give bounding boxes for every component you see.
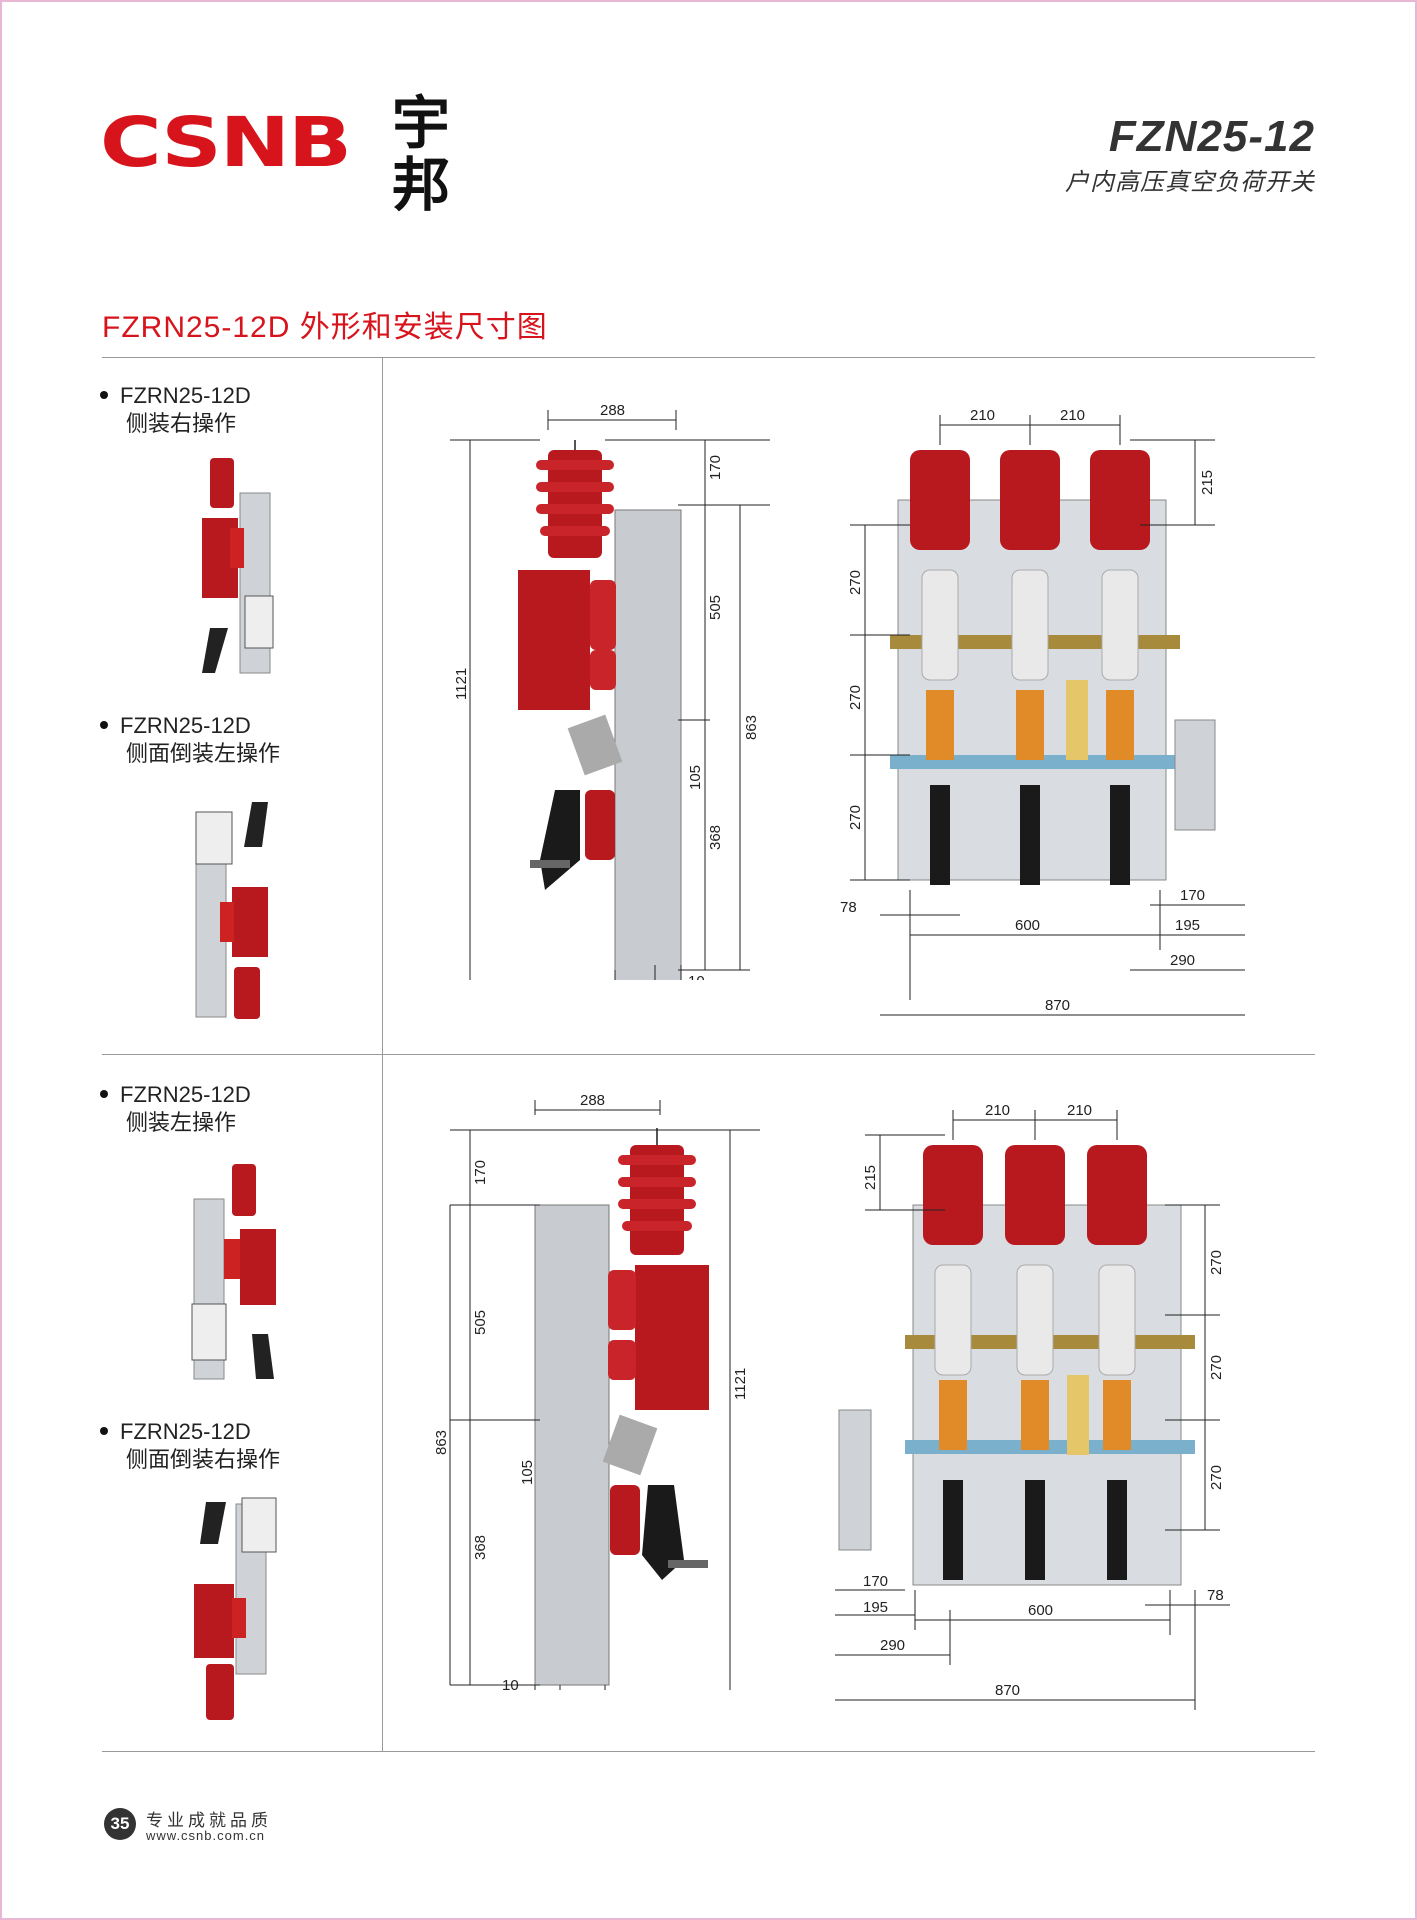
dim-210-right: 210 xyxy=(1067,1102,1092,1119)
variant-label-3: FZRN25-12D 侧装左操作 xyxy=(100,1081,251,1137)
dim-170: 170 xyxy=(472,1160,489,1185)
front-view-drawing-top: 210 210 215 270 270 270 78 170 600 195 2… xyxy=(840,407,1245,1016)
product-thumbnail-2 xyxy=(195,802,268,1019)
variant-label-4: FZRN25-12D 侧面倒装右操作 xyxy=(100,1418,280,1474)
bullet-icon xyxy=(100,1427,108,1436)
operating-handle xyxy=(540,790,580,890)
model-title: FZN25-12 xyxy=(1108,112,1315,161)
phase-b xyxy=(1000,450,1060,885)
dim-870: 870 xyxy=(1045,997,1070,1014)
dim-78: 78 xyxy=(1207,1587,1224,1604)
dim-270-2: 270 xyxy=(847,685,864,710)
divider-middle xyxy=(102,1054,1315,1055)
brand-logo-calligraphy: 宇邦 xyxy=(392,89,451,219)
variant-label-1: FZRN25-12D 侧装右操作 xyxy=(100,382,251,438)
dim-290: 290 xyxy=(880,1637,905,1654)
phase-c xyxy=(1090,450,1150,885)
dim-210-right: 210 xyxy=(1060,407,1085,424)
fuse-housing xyxy=(518,570,590,710)
dim-170: 170 xyxy=(707,455,724,480)
dim-368: 368 xyxy=(707,825,724,850)
dim-270-1: 270 xyxy=(847,570,864,595)
variant-label-2: FZRN25-12D 侧面倒装左操作 xyxy=(100,712,280,768)
product-thumbnail-3 xyxy=(191,1164,276,1380)
dim-210-left: 210 xyxy=(970,407,995,424)
dim-195: 195 xyxy=(1175,917,1200,934)
dim-210-left: 210 xyxy=(985,1102,1010,1119)
insulator xyxy=(618,1128,696,1255)
page-number: 35 xyxy=(104,1808,136,1840)
side-view-drawing-top: 288 170 505 863 1121 105 368 10 78 173 4… xyxy=(450,402,770,980)
dim-195: 195 xyxy=(863,1599,888,1616)
dim-215: 215 xyxy=(1199,470,1216,495)
side-view-drawing-bottom: 288 170 505 863 1121 105 368 10 78 173 4… xyxy=(433,1092,760,1690)
dim-width-288: 288 xyxy=(600,402,625,419)
dim-170: 170 xyxy=(863,1573,888,1590)
dim-170: 170 xyxy=(1180,887,1205,904)
phase-a xyxy=(910,450,970,885)
dim-270-3: 270 xyxy=(1208,1465,1225,1490)
frame-plate xyxy=(534,1204,610,1686)
dim-600: 600 xyxy=(1028,1602,1053,1619)
dim-368: 368 xyxy=(472,1535,489,1560)
bullet-icon xyxy=(100,1090,108,1099)
product-thumbnail-1 xyxy=(202,458,274,674)
bullet-icon xyxy=(100,391,108,400)
dim-1121: 1121 xyxy=(453,668,470,700)
dim-600: 600 xyxy=(1015,917,1040,934)
phase-c xyxy=(1087,1145,1147,1580)
dim-270-3: 270 xyxy=(847,805,864,830)
dim-10: 10 xyxy=(502,1677,519,1690)
dim-870: 870 xyxy=(995,1682,1020,1699)
dim-215: 215 xyxy=(862,1165,879,1190)
footer-slogan: 专业成就品质 xyxy=(146,1811,272,1830)
frame-plate xyxy=(614,509,682,980)
dim-10: 10 xyxy=(688,973,705,980)
dim-105: 105 xyxy=(687,765,704,790)
dim-270-2: 270 xyxy=(1208,1355,1225,1380)
mechanism-box xyxy=(838,1409,872,1551)
dim-505: 505 xyxy=(707,595,724,620)
divider-bottom xyxy=(102,1751,1315,1752)
dim-78: 78 xyxy=(840,899,857,916)
dim-1121: 1121 xyxy=(732,1368,749,1400)
mechanism-box xyxy=(1174,719,1216,831)
dim-863: 863 xyxy=(743,715,760,740)
phase-b xyxy=(1005,1145,1065,1580)
bullet-icon xyxy=(100,721,108,730)
dim-270-1: 270 xyxy=(1208,1250,1225,1275)
model-subtitle: 户内高压真空负荷开关 xyxy=(1065,169,1315,196)
dim-width-288: 288 xyxy=(580,1092,605,1109)
phase-a xyxy=(923,1145,983,1580)
insulator xyxy=(536,440,614,558)
dim-105: 105 xyxy=(519,1460,536,1485)
dim-290: 290 xyxy=(1170,952,1195,969)
operating-handle xyxy=(642,1485,684,1580)
footer-url: www.csnb.com.cn xyxy=(146,1828,266,1843)
dim-505: 505 xyxy=(472,1310,489,1335)
dim-863: 863 xyxy=(433,1430,450,1455)
section-title: FZRN25-12D 外形和安装尺寸图 xyxy=(102,311,548,344)
divider-vertical xyxy=(382,357,383,1751)
divider-top xyxy=(102,357,1315,358)
front-view-drawing-bottom: 210 210 215 270 270 270 170 195 600 78 2… xyxy=(835,1102,1230,1710)
fuse-housing xyxy=(635,1265,709,1410)
brand-logo: CSNB xyxy=(100,102,352,183)
product-thumbnail-4 xyxy=(194,1497,277,1720)
